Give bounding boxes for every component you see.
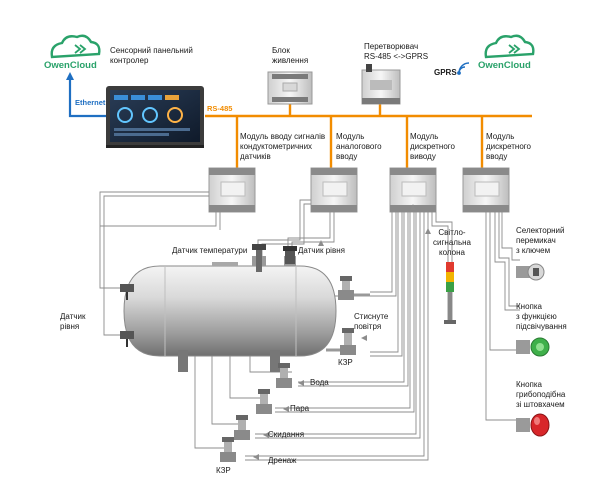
ethernet-line bbox=[68, 76, 108, 118]
module-discrete-input-label: Модуль дискретного вводу bbox=[486, 132, 531, 161]
illuminated-button bbox=[516, 337, 550, 357]
gprs-converter bbox=[361, 64, 401, 105]
level-sensor-top bbox=[283, 246, 297, 264]
mushroom-button bbox=[516, 413, 550, 437]
ethernet-label: Ethernet bbox=[75, 98, 106, 107]
temperature-sensor bbox=[252, 244, 266, 272]
drainage-label: Дренаж bbox=[268, 456, 297, 465]
module-analog-input bbox=[310, 167, 358, 213]
valve-water bbox=[276, 363, 292, 388]
gprs-label: GPRS bbox=[434, 68, 457, 77]
tank bbox=[123, 256, 337, 372]
kzr-bottom-label: КЗР bbox=[216, 466, 231, 475]
discharge-label: Скидання bbox=[268, 430, 305, 439]
rs485-label: RS-485 bbox=[207, 104, 233, 113]
water-label: Вода bbox=[310, 378, 329, 387]
module-conductometric-label: Модуль вводу сигналів кондуктометричних … bbox=[240, 132, 326, 161]
valve-compressed-air bbox=[338, 276, 370, 300]
psu-label: Блок живлення bbox=[272, 46, 309, 65]
signal-column-label: Світло- сигнальна колона bbox=[433, 228, 471, 257]
key-switch-label: Селекторний перемикач з ключем bbox=[516, 226, 565, 255]
cloud-icon bbox=[50, 34, 101, 59]
level-sensor-top-label: Датчик рівня bbox=[298, 246, 345, 255]
wifi-signal-icon bbox=[457, 62, 470, 75]
owencloud-logo-left bbox=[50, 34, 101, 59]
panel-controller-label: Сенсорний панельний контролер bbox=[110, 46, 193, 65]
module-conductometric bbox=[208, 167, 256, 213]
valve-kzr-bottom bbox=[220, 437, 236, 462]
owencloud-logo-right bbox=[484, 34, 535, 59]
valve-kzr-top bbox=[326, 328, 356, 355]
lit-button-label: Кнопка з функцією підсвічування bbox=[516, 302, 567, 331]
converter-label: Перетворювач RS-485 <->GPRS bbox=[364, 42, 429, 61]
key-icon bbox=[533, 268, 539, 276]
chevron-right-icon bbox=[508, 44, 521, 54]
rs485-bus bbox=[205, 104, 532, 168]
chevron-right-icon bbox=[74, 44, 87, 54]
panel-controller bbox=[106, 86, 204, 148]
level-sensor-side bbox=[120, 284, 134, 347]
module-discrete-output-label: Модуль дискретного виводу bbox=[410, 132, 455, 161]
signal-tower bbox=[444, 262, 456, 324]
valve-discharge bbox=[234, 415, 250, 440]
owencloud-label-right: OwenCloud bbox=[478, 60, 531, 71]
level-sensor-side-label: Датчик рівня bbox=[60, 312, 86, 331]
module-analog-label: Модуль аналогового вводу bbox=[336, 132, 382, 161]
steam-label: Пара bbox=[290, 404, 310, 413]
mushroom-button-label: Кнопка грибоподібна зі штовхачем bbox=[516, 380, 566, 409]
kzr-top-label: КЗР bbox=[338, 358, 353, 367]
arrow-icons bbox=[253, 204, 431, 460]
cloud-icon bbox=[484, 34, 535, 59]
key-selector-switch bbox=[516, 263, 545, 281]
temperature-sensor-label: Датчик температури bbox=[172, 246, 248, 255]
power-supply-unit bbox=[267, 71, 313, 105]
valve-steam bbox=[256, 389, 272, 414]
compressed-air-label: Стиснуте повітря bbox=[354, 312, 389, 331]
owencloud-label-left: OwenCloud bbox=[44, 60, 97, 71]
module-discrete-input bbox=[462, 167, 510, 213]
